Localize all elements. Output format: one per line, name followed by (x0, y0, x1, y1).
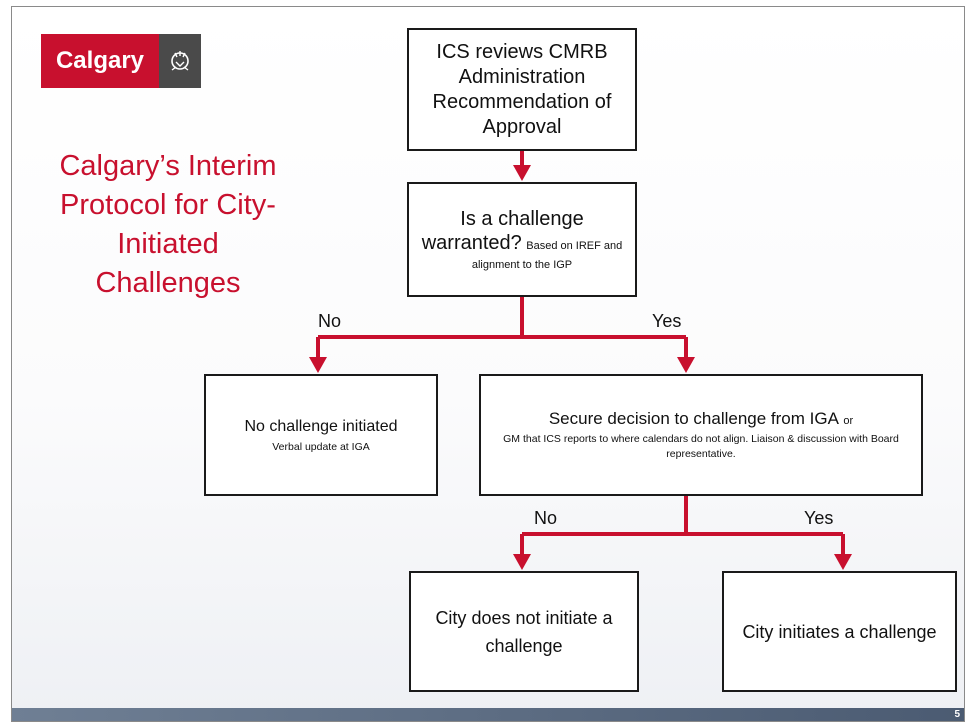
slide: Calgary Calgary’s Interim Protocol for C… (11, 6, 965, 722)
arrowhead-initiate (834, 554, 852, 570)
calgary-logo: Calgary (41, 34, 201, 88)
footer-bar: 5 (12, 708, 964, 721)
arrowhead-warranted (513, 165, 531, 181)
box-ics-review: ICS reviews CMRB Administration Recommen… (407, 28, 637, 151)
label-no-1: No (318, 311, 342, 331)
label-no-2: No (534, 508, 558, 528)
arrowhead-no-challenge (309, 357, 327, 373)
box-ics-review-text: ICS reviews CMRB Administration Recommen… (432, 40, 612, 138)
flow-connectors (309, 151, 852, 570)
secure-decision-or: or (843, 414, 854, 427)
box-challenge-warranted: Is a challenge warranted? Based on IREF … (407, 182, 637, 297)
arrowhead-secure (677, 357, 695, 373)
box-secure-decision: Secure decision to challenge from IGA or… (479, 374, 923, 496)
box-city-not-initiate: City does not initiate a challenge (409, 571, 639, 692)
secure-decision-note: GM that ICS reports to where calendars d… (503, 432, 899, 460)
box-city-initiates: City initiates a challenge (722, 571, 957, 692)
secure-decision-text: Secure decision to challenge from IGA (548, 408, 839, 428)
warranted-criteria: Based on IREF and alignment to the IGP (471, 239, 623, 271)
no-challenge-text: No challenge initiated (244, 417, 398, 435)
city-not-initiate-text: City does not initiate a challenge (435, 607, 613, 656)
no-challenge-note: Verbal update at IGA (272, 440, 370, 453)
page-number: 5 (954, 709, 960, 720)
city-initiates-text: City initiates a challenge (742, 621, 937, 642)
logo-wordmark: Calgary (41, 34, 159, 88)
slide-title: Calgary’s Interim Protocol for City-Init… (59, 150, 277, 299)
box-no-challenge: No challenge initiated Verbal update at … (204, 374, 438, 496)
label-yes-2: Yes (804, 508, 834, 528)
warranted-question: Is a challenge warranted? (421, 207, 584, 254)
crest-icon (159, 34, 201, 88)
arrowhead-not-initiate (513, 554, 531, 570)
label-yes-1: Yes (652, 311, 682, 331)
